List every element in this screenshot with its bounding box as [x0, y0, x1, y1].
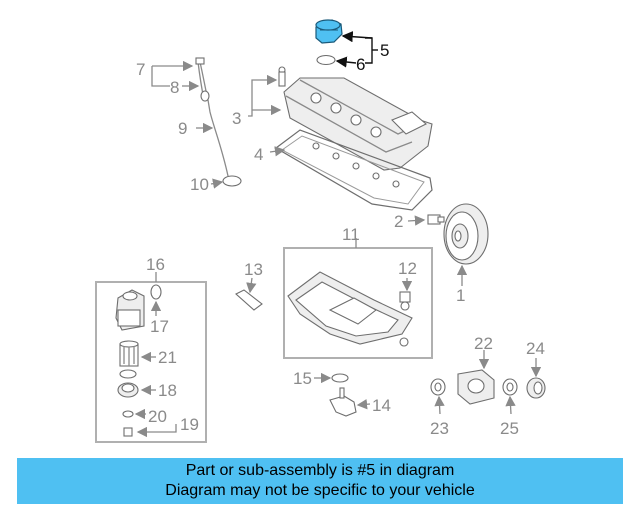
callout-5[interactable]: 5 [380, 41, 389, 60]
banner-line-1: Part or sub-assembly is #5 in diagram [185, 462, 455, 479]
callout-13[interactable]: 13 [244, 260, 263, 279]
oil-filter-housing[interactable] [115, 289, 145, 331]
pulley-bolt[interactable] [427, 214, 445, 225]
leader-lines-7-10 [151, 60, 224, 189]
baffle-plate[interactable] [235, 289, 263, 311]
callout-21[interactable]: 21 [158, 348, 177, 367]
callout-4[interactable]: 4 [254, 145, 263, 164]
banner-line-2: Diagram may not be specific to your vehi… [165, 482, 475, 499]
callout-25[interactable]: 25 [500, 419, 519, 438]
oil-filter-group-box [95, 281, 207, 443]
info-banner: Part or sub-assembly is #5 in diagram Di… [17, 458, 623, 504]
callout-19[interactable]: 19 [180, 415, 199, 434]
housing-o-ring[interactable] [150, 284, 162, 300]
cooler-gasket-left[interactable] [430, 378, 446, 396]
oil-strainer[interactable] [329, 387, 357, 417]
callout-16[interactable]: 16 [146, 255, 165, 274]
crankshaft-pulley[interactable] [443, 203, 489, 265]
callout-11[interactable]: 11 [342, 225, 360, 244]
callout-12[interactable]: 12 [398, 259, 417, 278]
callout-14[interactable]: 14 [372, 396, 391, 415]
oil-pan[interactable] [287, 271, 413, 347]
dipstick-tube[interactable] [195, 57, 229, 177]
callout-7[interactable]: 7 [136, 60, 145, 79]
dipstick-o-ring[interactable] [222, 175, 242, 187]
cooler-gasket-right[interactable] [502, 378, 518, 396]
drain-plug[interactable] [399, 291, 411, 311]
callout-1[interactable]: 1 [456, 286, 465, 305]
callout-6[interactable]: 6 [356, 55, 365, 74]
callout-23[interactable]: 23 [430, 419, 449, 438]
callout-2[interactable]: 2 [394, 212, 403, 231]
callout-9[interactable]: 9 [178, 119, 187, 138]
callout-8[interactable]: 8 [170, 78, 179, 97]
callout-3[interactable]: 3 [232, 109, 241, 128]
callout-22[interactable]: 22 [474, 334, 493, 353]
leader-lines-5-6 [335, 31, 378, 68]
strainer-gasket[interactable] [331, 373, 349, 383]
leader-23 [434, 395, 445, 415]
callout-15[interactable]: 15 [293, 369, 312, 388]
leader-13 [246, 277, 257, 294]
oil-filler-cap[interactable] [315, 19, 343, 44]
oil-filler-cap-gasket[interactable] [316, 54, 336, 66]
callout-20[interactable]: 20 [148, 407, 167, 426]
callout-17[interactable]: 17 [150, 317, 169, 336]
valve-cover-gasket[interactable] [274, 129, 433, 211]
oil-filter-cap[interactable] [117, 369, 139, 398]
drain-seal[interactable] [122, 410, 134, 418]
oil-pan-group-box [283, 247, 433, 359]
oil-filter-element[interactable] [119, 340, 139, 367]
oil-cooler[interactable] [457, 369, 495, 405]
valve-cover[interactable] [278, 66, 433, 171]
callout-24[interactable]: 24 [526, 339, 545, 358]
leader-lines-1-2 [407, 215, 468, 286]
callout-18[interactable]: 18 [158, 381, 177, 400]
leader-14 [356, 399, 371, 410]
cooler-cap[interactable] [526, 377, 546, 399]
leader-25 [505, 395, 516, 415]
leader-lines-3-4 [248, 74, 286, 157]
drain-bolt[interactable] [123, 427, 133, 437]
leader-19 [136, 424, 177, 438]
callout-10[interactable]: 10 [190, 175, 209, 194]
